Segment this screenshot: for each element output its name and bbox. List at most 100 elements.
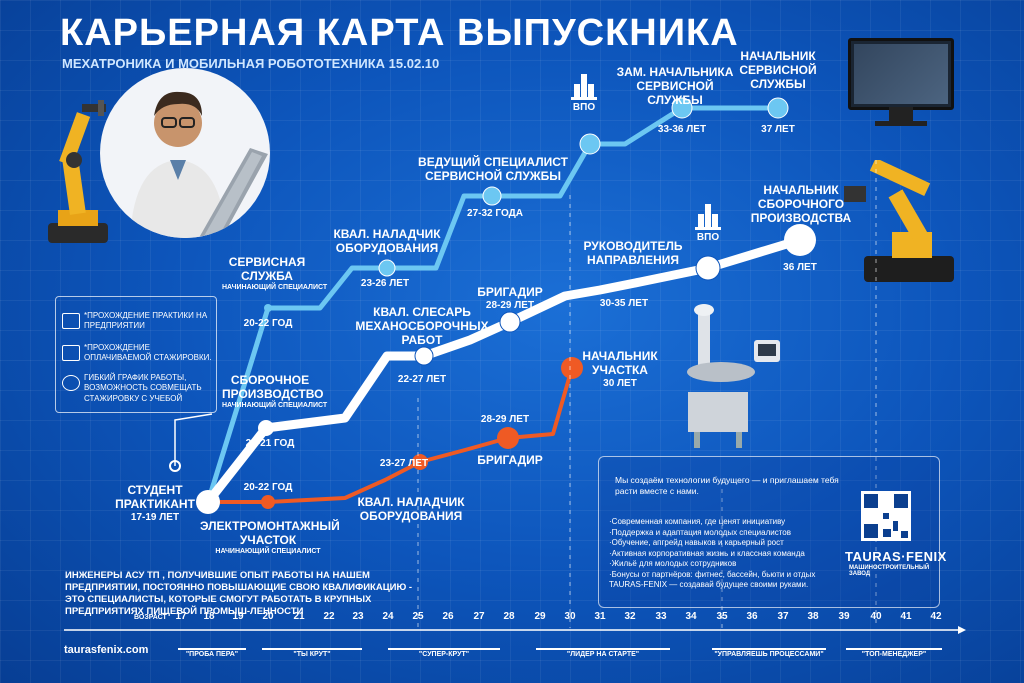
robot-arm-left (48, 100, 108, 243)
node-white-director (636, 278, 644, 286)
student-illustration (130, 91, 268, 238)
axis-tick: 38 (807, 611, 819, 622)
label-white-foreman: БРИГАДИР 28-29 ЛЕТ (477, 285, 543, 311)
company-intro: Мы создаём технологии будущего — и пригл… (615, 475, 839, 497)
clock-icon (62, 375, 80, 391)
age-white-assembly: 20-21 ГОД (245, 438, 295, 449)
node-blue-vpo (579, 133, 601, 155)
age-blue-adjuster: 23-26 ЛЕТ (360, 278, 410, 289)
list-item: ·Бонусы от партнёров: фитнес, бассейн, б… (609, 569, 816, 590)
age-orange-adjuster: 23-27 ЛЕТ (379, 458, 429, 469)
label-blue-service: СЕРВИСНАЯ СЛУЖБА НАЧИНАЮЩИЙ СПЕЦИАЛИСТ (222, 255, 328, 291)
age-orange-electrical: 20-22 ГОД (243, 482, 293, 493)
node-white-locksmith (414, 346, 434, 366)
label-white-assembly: СБОРОЧНОЕ ПРОИЗВОДСТВО НАЧИНАЮЩИЙ СПЕЦИА… (222, 373, 328, 409)
label-blue-adjuster: КВАЛ. НАЛАДЧИК ОБОРУДОВАНИЯ (333, 227, 441, 255)
axis-tick: 26 (442, 611, 454, 622)
node-blue-service (264, 304, 272, 312)
node-blue-deputy (671, 97, 693, 119)
page-subtitle: МЕХАТРОНИКА И МОБИЛЬНАЯ РОБОТОТЕХНИКА 15… (62, 56, 440, 71)
page-title: КАРЬЕРНАЯ КАРТА ВЫПУСКНИКА (60, 12, 739, 54)
axis-tick: 18 (203, 611, 215, 622)
age-white-locksmith: 22-27 ЛЕТ (397, 374, 447, 385)
list-item: ·Жильё для молодых сотрудников (609, 559, 737, 569)
axis-tick: 24 (382, 611, 394, 622)
website-link[interactable]: taurasfenix.com (64, 644, 149, 656)
engineers-note: ИНЖЕНЕРЫ АСУ ТП , ПОЛУЧИВШИЕ ОПЫТ РАБОТЫ… (65, 570, 413, 617)
axis-tick: 35 (716, 611, 728, 622)
monitor-image (848, 38, 954, 126)
student-photo (100, 68, 270, 238)
age-orange-foreman: 28-29 ЛЕТ (480, 414, 530, 425)
age-blue-service: 20-22 ГОД (243, 318, 293, 329)
label-start: СТУДЕНТ ПРАКТИКАНТ 17-19 ЛЕТ (115, 483, 195, 523)
node-white-foreman (499, 311, 521, 333)
node-white-assembly (258, 420, 274, 436)
stage-label: "ЛИДЕР НА СТАРТЕ" (536, 648, 670, 663)
company-benefits-list: ·Современная компания, где ценят инициат… (609, 517, 849, 591)
node-white-vpo (695, 255, 721, 281)
stage-label: "ПРОБА ПЕРА" (178, 648, 246, 663)
white-path-line (203, 235, 805, 507)
label-orange-electrical: ЭЛЕКТРОМОНТАЖНЫЙ УЧАСТОК НАЧИНАЮЩИЙ СПЕЦ… (200, 519, 340, 555)
axis-tick: 29 (534, 611, 546, 622)
label-orange-adjuster: КВАЛ. НАЛАДЧИК ОБОРУДОВАНИЯ (357, 495, 465, 523)
machine-image (687, 304, 780, 448)
label-white-director: РУКОВОДИТЕЛЬ НАПРАВЛЕНИЯ (583, 239, 683, 267)
company-panel: Мы создаём технологии будущего — и пригл… (598, 456, 946, 608)
stage-label: "ТЫ КРУТ" (262, 648, 362, 663)
axis-tick: 40 (870, 611, 882, 622)
robot-arm-right (844, 160, 954, 282)
list-item: ·Современная компания, где ценят инициат… (609, 517, 786, 526)
axis-tick: 42 (930, 611, 942, 622)
axis-tick: 41 (900, 611, 912, 622)
building-icon (62, 313, 80, 329)
axis-tick: 23 (352, 611, 364, 622)
axis-tick: 22 (323, 611, 335, 622)
benefits-panel: *ПРОХОЖДЕНИЕ ПРАКТИКИ НА ПРЕДПРИЯТИИ *ПР… (55, 296, 217, 413)
node-blue-adjuster (378, 259, 396, 277)
list-item: ·Поддержка и адаптация молодых специалис… (609, 527, 791, 537)
label-orange-chief: НАЧАЛЬНИК УЧАСТКА 30 ЛЕТ (582, 349, 658, 389)
node-orange-chief (561, 357, 583, 379)
age-blue-deputy: 33-36 ЛЕТ (657, 124, 707, 135)
axis-tick: 19 (232, 611, 244, 622)
axis-tick: 39 (838, 611, 850, 622)
age-axis: 17 18 19 20 21 22 23 24 25 26 27 28 29 3… (0, 611, 1024, 627)
age-blue-chief: 37 ЛЕТ (761, 124, 795, 135)
label-blue-chief: НАЧАЛЬНИК СЕРВИСНОЙ СЛУЖБЫ (739, 49, 817, 91)
axis-tick: 20 (262, 611, 274, 622)
axis-tick: 17 (175, 611, 187, 622)
axis-tick: 25 (412, 611, 424, 622)
axis-tick: 36 (746, 611, 758, 622)
label-blue-lead: ВЕДУЩИЙ СПЕЦИАЛИСТ СЕРВИСНОЙ СЛУЖБЫ (418, 155, 568, 183)
axis-tick: 34 (685, 611, 697, 622)
node-orange-electrical (261, 495, 275, 509)
node-blue-chief (767, 97, 789, 119)
axis-tick: 37 (777, 611, 789, 622)
axis-tick: 21 (293, 611, 305, 622)
label-blue-vpo: ВПО (564, 74, 604, 113)
qr-code-icon[interactable] (861, 491, 911, 541)
node-white-chief (784, 224, 816, 256)
label-white-locksmith: КВАЛ. СЛЕСАРЬ МЕХАНОСБОРОЧНЫХ РАБОТ (355, 305, 489, 347)
age-white-director: 30-35 ЛЕТ (599, 298, 649, 309)
list-item: ·Активная корпоративная жизнь и классная… (609, 548, 805, 558)
university-icon (695, 204, 721, 230)
axis-tick: 30 (564, 611, 576, 622)
money-icon (62, 345, 80, 361)
axis-tick: 27 (473, 611, 485, 622)
stage-label: "СУПЕР-КРУТ" (388, 648, 500, 663)
node-orange-foreman (497, 427, 519, 449)
axis-tick: 31 (594, 611, 606, 622)
brand-subtitle: МАШИНОСТРОИТЕЛЬНЫЙ ЗАВОД (849, 565, 930, 577)
brand-logo: TAURAS·FENIX (845, 549, 947, 564)
axis-tick: 32 (624, 611, 636, 622)
stage-label: "УПРАВЛЯЕШЬ ПРОЦЕССАМИ" (712, 648, 826, 663)
axis-label: ВОЗРАСТ (134, 614, 167, 621)
node-orange-adjuster (412, 454, 428, 470)
axis-tick: 28 (503, 611, 515, 622)
label-orange-foreman: БРИГАДИР (477, 453, 543, 467)
